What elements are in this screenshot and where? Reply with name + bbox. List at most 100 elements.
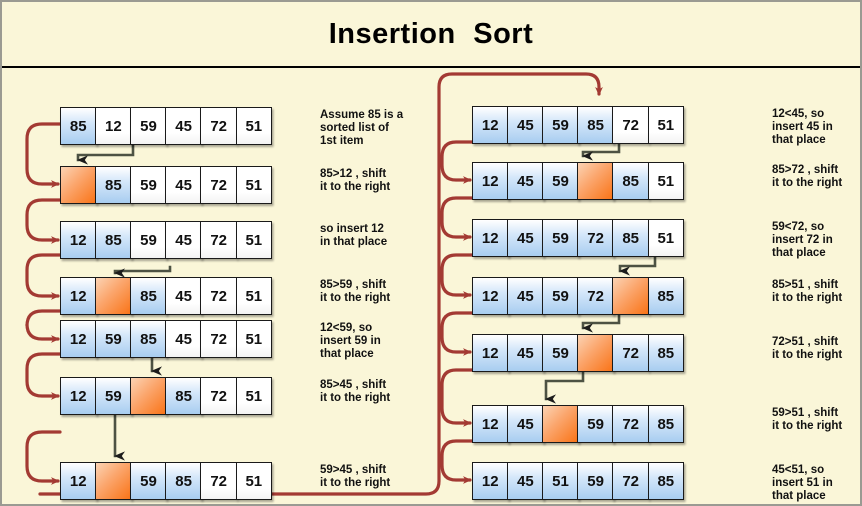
array-cell: 85 (647, 462, 685, 500)
array-cell: 59 (542, 162, 579, 200)
array-cell: 12 (60, 462, 97, 500)
step-note: 85>59 , shift it to the right (320, 279, 391, 305)
array-cell: 45 (507, 106, 544, 144)
array-cell: 12 (472, 462, 509, 500)
step-note: 12<45, so insert 45 in that place (772, 108, 833, 147)
array-cell: 59 (130, 462, 167, 500)
array-cell: 72 (200, 221, 237, 259)
array-cell: 45 (507, 462, 544, 500)
array-cell: 12 (60, 221, 97, 259)
array-cell: 85 (60, 107, 97, 145)
step-note: 85>51 , shift it to the right (772, 279, 843, 305)
left-flow-arrow-5 (25, 352, 62, 400)
array-cell: 59 (542, 334, 579, 372)
array-cell: 59 (577, 462, 614, 500)
shift-arrow-rrow4 (618, 255, 657, 276)
right-flow-arrow-5 (440, 368, 474, 427)
array-cell: 45 (507, 219, 544, 257)
array-cell: 72 (612, 106, 649, 144)
array-cell (60, 166, 97, 204)
array-cell: 12 (472, 277, 509, 315)
array-cell: 85 (647, 334, 685, 372)
array-cell: 85 (612, 162, 649, 200)
array-cell: 45 (507, 334, 544, 372)
array-cell: 12 (95, 107, 132, 145)
array-cell (577, 162, 614, 200)
array-cell: 72 (577, 219, 614, 257)
array-cell: 59 (95, 377, 132, 415)
array-cell: 12 (60, 277, 97, 315)
array-cell: 12 (60, 377, 97, 415)
shift-arrow-rrow6 (544, 370, 585, 404)
diagram-title-bar: Insertion Sort (2, 2, 860, 68)
array-cell: 51 (542, 462, 579, 500)
array-cell: 72 (612, 334, 649, 372)
left-flow-arrow-6 (25, 430, 62, 485)
array-cell: 85 (95, 221, 132, 259)
right-flow-arrow-2 (440, 196, 474, 241)
array-cell: 12 (472, 219, 509, 257)
array-cell: 59 (542, 277, 579, 315)
array-cell: 59 (577, 405, 614, 443)
array-cell: 85 (165, 462, 202, 500)
step-note: 12<59, so insert 59 in that place (320, 322, 381, 361)
array-cell: 72 (577, 277, 614, 315)
array-cell: 45 (507, 405, 544, 443)
array-cell: 72 (612, 405, 649, 443)
array-cell (95, 277, 132, 315)
array-cell: 51 (235, 377, 273, 415)
array-cell: 12 (472, 162, 509, 200)
array-cell (577, 334, 614, 372)
right-flow-arrow-6 (440, 439, 474, 484)
array-cell: 59 (95, 320, 132, 358)
step-note: 85>45 , shift it to the right (320, 379, 391, 405)
shift-arrow-rrow5 (581, 313, 621, 333)
array-cell: 12 (60, 320, 97, 358)
right-flow-arrow-3 (440, 253, 474, 299)
array-cell: 59 (130, 166, 167, 204)
shift-arrow-row2 (76, 144, 135, 165)
array-cell: 59 (542, 219, 579, 257)
left-flow-arrow-3 (25, 253, 62, 300)
right-flow-arrow-4 (440, 311, 474, 356)
left-flow-arrow-2 (25, 198, 62, 244)
right-flow-arrow-1 (440, 140, 474, 184)
array-cell: 51 (235, 320, 273, 358)
array-cell: 59 (130, 107, 167, 145)
array-cell: 72 (200, 320, 237, 358)
array-cell: 45 (165, 221, 202, 259)
array-cell: 51 (647, 162, 685, 200)
array-cell: 51 (235, 462, 273, 500)
left-chain-arrows (25, 122, 62, 485)
step-note: 59>45 , shift it to the right (320, 464, 391, 490)
array-cell (130, 377, 167, 415)
array-cell: 51 (647, 219, 685, 257)
array-cell: 45 (507, 277, 544, 315)
array-cell (95, 462, 132, 500)
array-cell: 85 (647, 277, 685, 315)
array-cell: 72 (200, 166, 237, 204)
array-cell: 51 (235, 166, 273, 204)
array-cell: 59 (542, 106, 579, 144)
array-cell: 51 (235, 107, 273, 145)
array-cell: 85 (165, 377, 202, 415)
page-title: Insertion Sort (328, 17, 534, 50)
array-cell: 72 (200, 462, 237, 500)
array-cell: 45 (507, 162, 544, 200)
array-cell: 72 (200, 277, 237, 315)
array-cell: 72 (200, 107, 237, 145)
array-cell: 12 (472, 405, 509, 443)
step-note: 59<72, so insert 72 in that place (772, 221, 833, 260)
array-cell (612, 277, 649, 315)
